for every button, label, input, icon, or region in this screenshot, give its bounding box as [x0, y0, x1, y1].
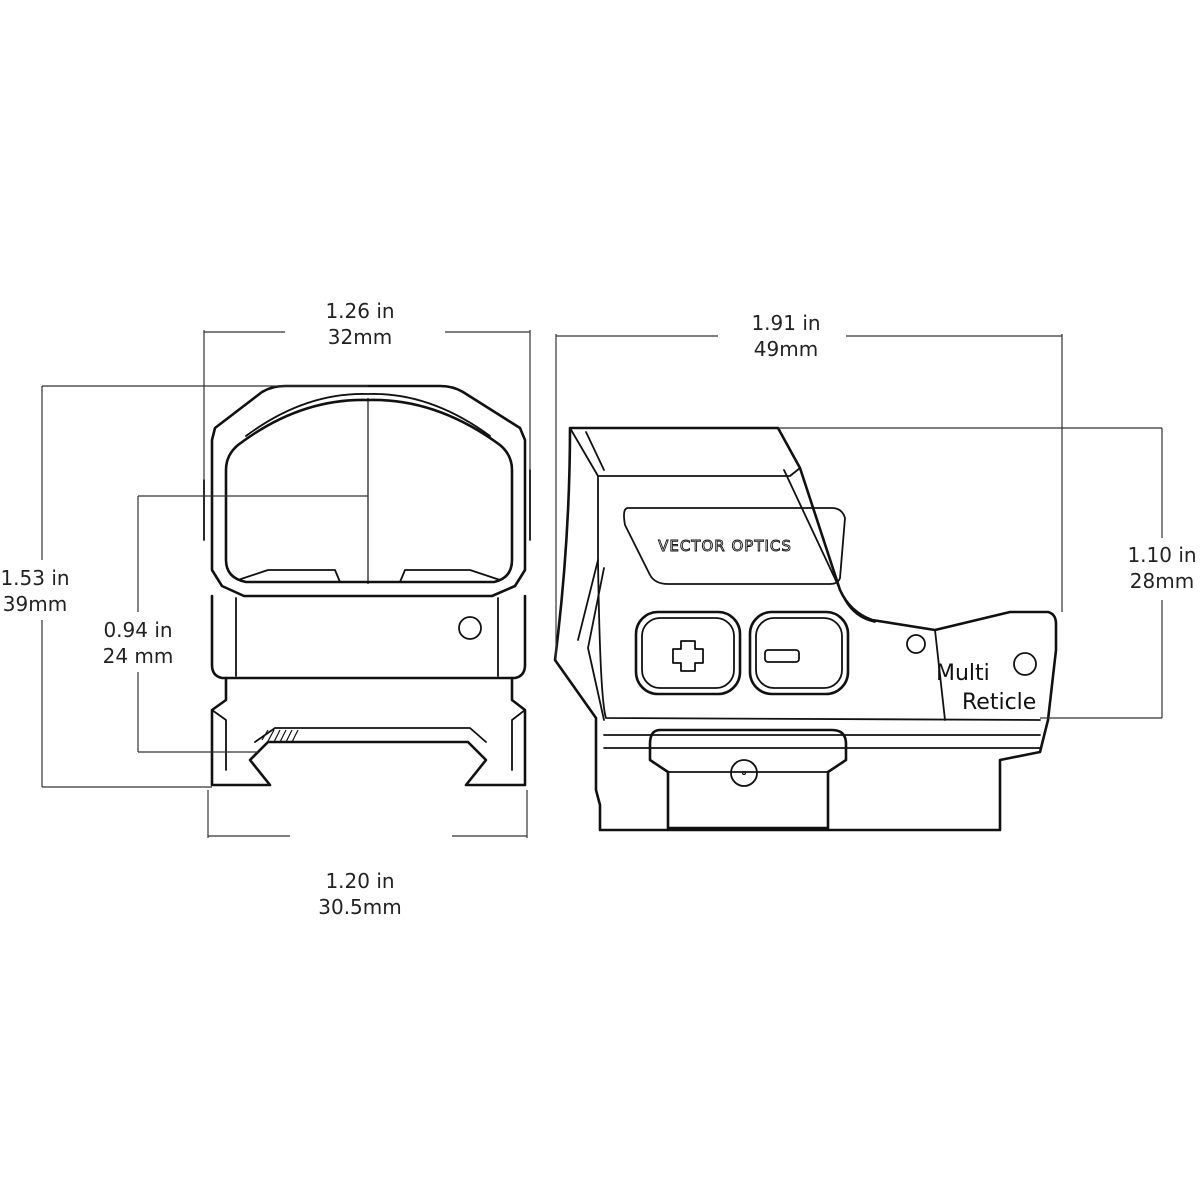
front-dimension-lines [41, 330, 531, 838]
side-length-inch: 1.91 in [751, 311, 820, 335]
side-length-mm: 49mm [754, 337, 818, 361]
front-view-drawing [203, 384, 531, 787]
front-height-total-inch: 1.53 in [0, 566, 69, 590]
front-width-base-mm: 30.5mm [318, 895, 402, 919]
front-width-top-mm: 32mm [328, 325, 392, 349]
front-width-top-inch: 1.26 in [325, 299, 394, 323]
label-multi: Multi [936, 661, 990, 686]
brand-logo: VECTOR OPTICS [658, 537, 792, 555]
side-dimension-lines [555, 334, 1163, 719]
front-height-total-mm: 39mm [3, 592, 67, 616]
label-reticle: Reticle [962, 690, 1036, 715]
clamp-screw-icon [730, 759, 758, 787]
side-body-height-inch: 1.10 in [1127, 543, 1196, 567]
front-width-base-inch: 1.20 in [325, 869, 394, 893]
front-screw-icon [458, 616, 482, 640]
plus-button[interactable] [634, 610, 742, 696]
side-view-drawing: VECTOR OPTICS Multi Reticle [553, 426, 1058, 832]
front-center-height-inch: 0.94 in [103, 618, 172, 642]
side-screw-right-icon [1013, 652, 1037, 676]
side-screw-top-icon [906, 634, 926, 654]
plus-icon [672, 640, 704, 672]
clamp-screw-thread-icon [261, 729, 299, 743]
front-center-height-mm: 24 mm [103, 644, 174, 668]
minus-icon [764, 649, 800, 663]
side-body-height-mm: 28mm [1130, 569, 1194, 593]
minus-button[interactable] [748, 610, 850, 696]
